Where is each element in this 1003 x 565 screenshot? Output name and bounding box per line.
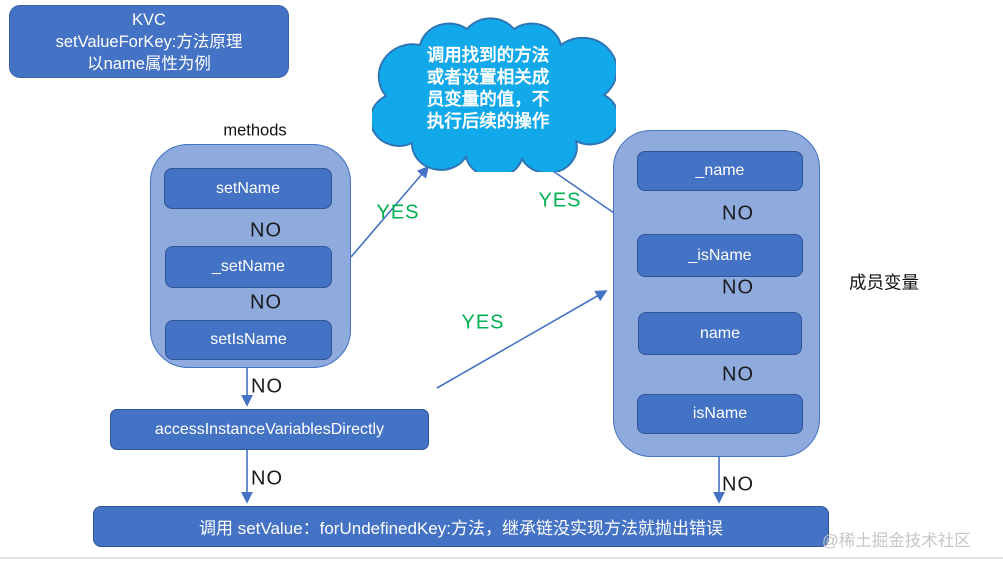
methods-group-label: methods — [223, 121, 287, 140]
node-isname: isName — [637, 394, 803, 434]
no-label-1: NO — [250, 219, 282, 242]
watermark: @稀土掘金技术社区 — [822, 532, 971, 550]
error-bar: 调用 setValue：forUndefinedKey:方法，继承链没实现方法就… — [93, 506, 829, 547]
no-label-2: NO — [250, 291, 282, 314]
yes-label-1: YES — [376, 201, 420, 224]
node-underscore-name: _name — [637, 151, 803, 191]
title-line-3: 以name属性为例 — [87, 54, 211, 73]
title-line-1: KVC — [132, 10, 166, 29]
node-setisname: setIsName — [165, 320, 332, 360]
no-label-4: NO — [251, 467, 283, 490]
title-box: KVC setValueForKey:方法原理 以name属性为例 — [9, 5, 289, 78]
node-name: name — [638, 312, 802, 355]
cloud-line-2: 或者设置相关成 — [426, 67, 550, 87]
yes-label-3: YES — [461, 311, 505, 334]
variables-group-label: 成员变量 — [849, 272, 919, 293]
cloud-line-1: 调用找到的方法 — [426, 45, 550, 65]
node-underscore-setname: _setName — [165, 246, 332, 288]
no-label-7: NO — [722, 363, 754, 386]
node-underscore-isname: _isName — [637, 234, 803, 277]
cloud-line-4: 执行后续的操作 — [426, 111, 550, 131]
cloud-line-3: 员变量的值，不 — [426, 89, 550, 109]
node-setname: setName — [164, 168, 332, 209]
title-line-2: setValueForKey:方法原理 — [55, 32, 243, 51]
no-label-5: NO — [722, 202, 754, 225]
cloud-callout-text: 调用找到的方法 或者设置相关成 员变量的值，不 执行后续的操作 — [372, 38, 604, 138]
no-label-3: NO — [251, 375, 283, 398]
node-access-instance-variables-directly: accessInstanceVariablesDirectly — [110, 409, 429, 450]
no-label-6: NO — [722, 276, 754, 299]
no-label-8: NO — [722, 473, 754, 496]
arrow-yes-access-to-variables — [436, 290, 608, 389]
yes-label-2: YES — [538, 189, 582, 212]
bottom-divider — [0, 557, 1003, 559]
